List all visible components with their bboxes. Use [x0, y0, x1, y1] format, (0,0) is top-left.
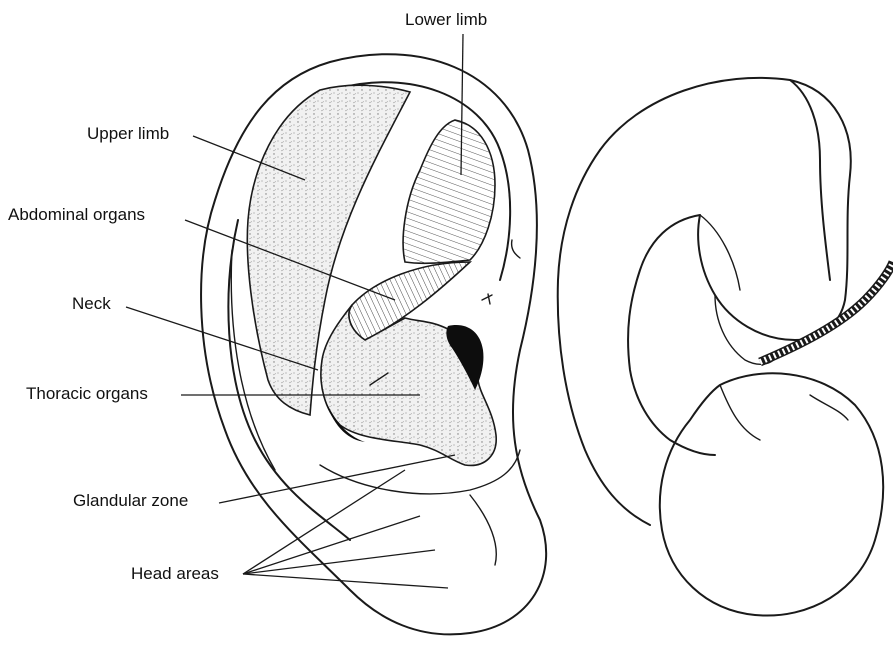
- label-lower-limb: Lower limb: [405, 10, 487, 30]
- thoracic-organs-region: [321, 305, 496, 465]
- label-head-areas: Head areas: [131, 564, 219, 584]
- label-glandular-zone: Glandular zone: [73, 491, 188, 511]
- fetus-figure: [558, 78, 893, 616]
- label-thoracic-organs: Thoracic organs: [26, 384, 148, 404]
- label-neck: Neck: [72, 294, 111, 314]
- label-upper-limb: Upper limb: [87, 124, 169, 144]
- label-abdominal-organs: Abdominal organs: [8, 205, 145, 225]
- lower-limb-region: [403, 120, 495, 263]
